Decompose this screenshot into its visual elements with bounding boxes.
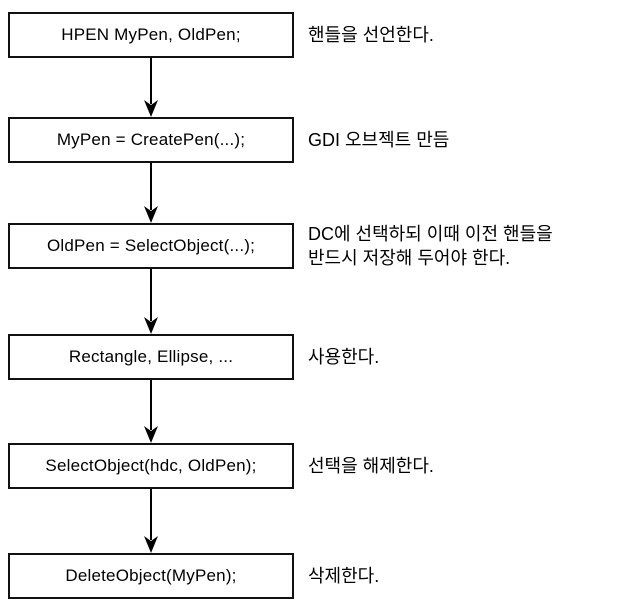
down-arrow-icon [144, 380, 158, 443]
down-arrow-icon [144, 489, 158, 553]
down-arrow-icon [144, 58, 158, 117]
note-deselect: 선택을 해제한다. [308, 456, 434, 476]
flow-box-deleteobject: DeleteObject(MyPen); [8, 553, 294, 599]
note-createpen: GDI 오브젝트 만듬 [308, 130, 450, 150]
flow-box-deselect: SelectObject(hdc, OldPen); [8, 443, 294, 489]
note-declare-handles: 핸들을 선언한다. [308, 25, 434, 45]
flow-box-draw-functions: Rectangle, Ellipse, ... [8, 334, 294, 380]
note-deleteobject: 삭제한다. [308, 566, 380, 586]
note-selectobject: DC에 선택하되 이때 이전 핸들을 반드시 저장해 두어야 한다. [308, 224, 553, 268]
down-arrow-icon [144, 269, 158, 334]
flow-box-createpen: MyPen = CreatePen(...); [8, 117, 294, 163]
note-draw-functions: 사용한다. [308, 347, 380, 367]
flow-box-selectobject: OldPen = SelectObject(...); [8, 223, 294, 269]
down-arrow-icon [144, 163, 158, 223]
flow-box-declare-handles: HPEN MyPen, OldPen; [8, 12, 294, 58]
